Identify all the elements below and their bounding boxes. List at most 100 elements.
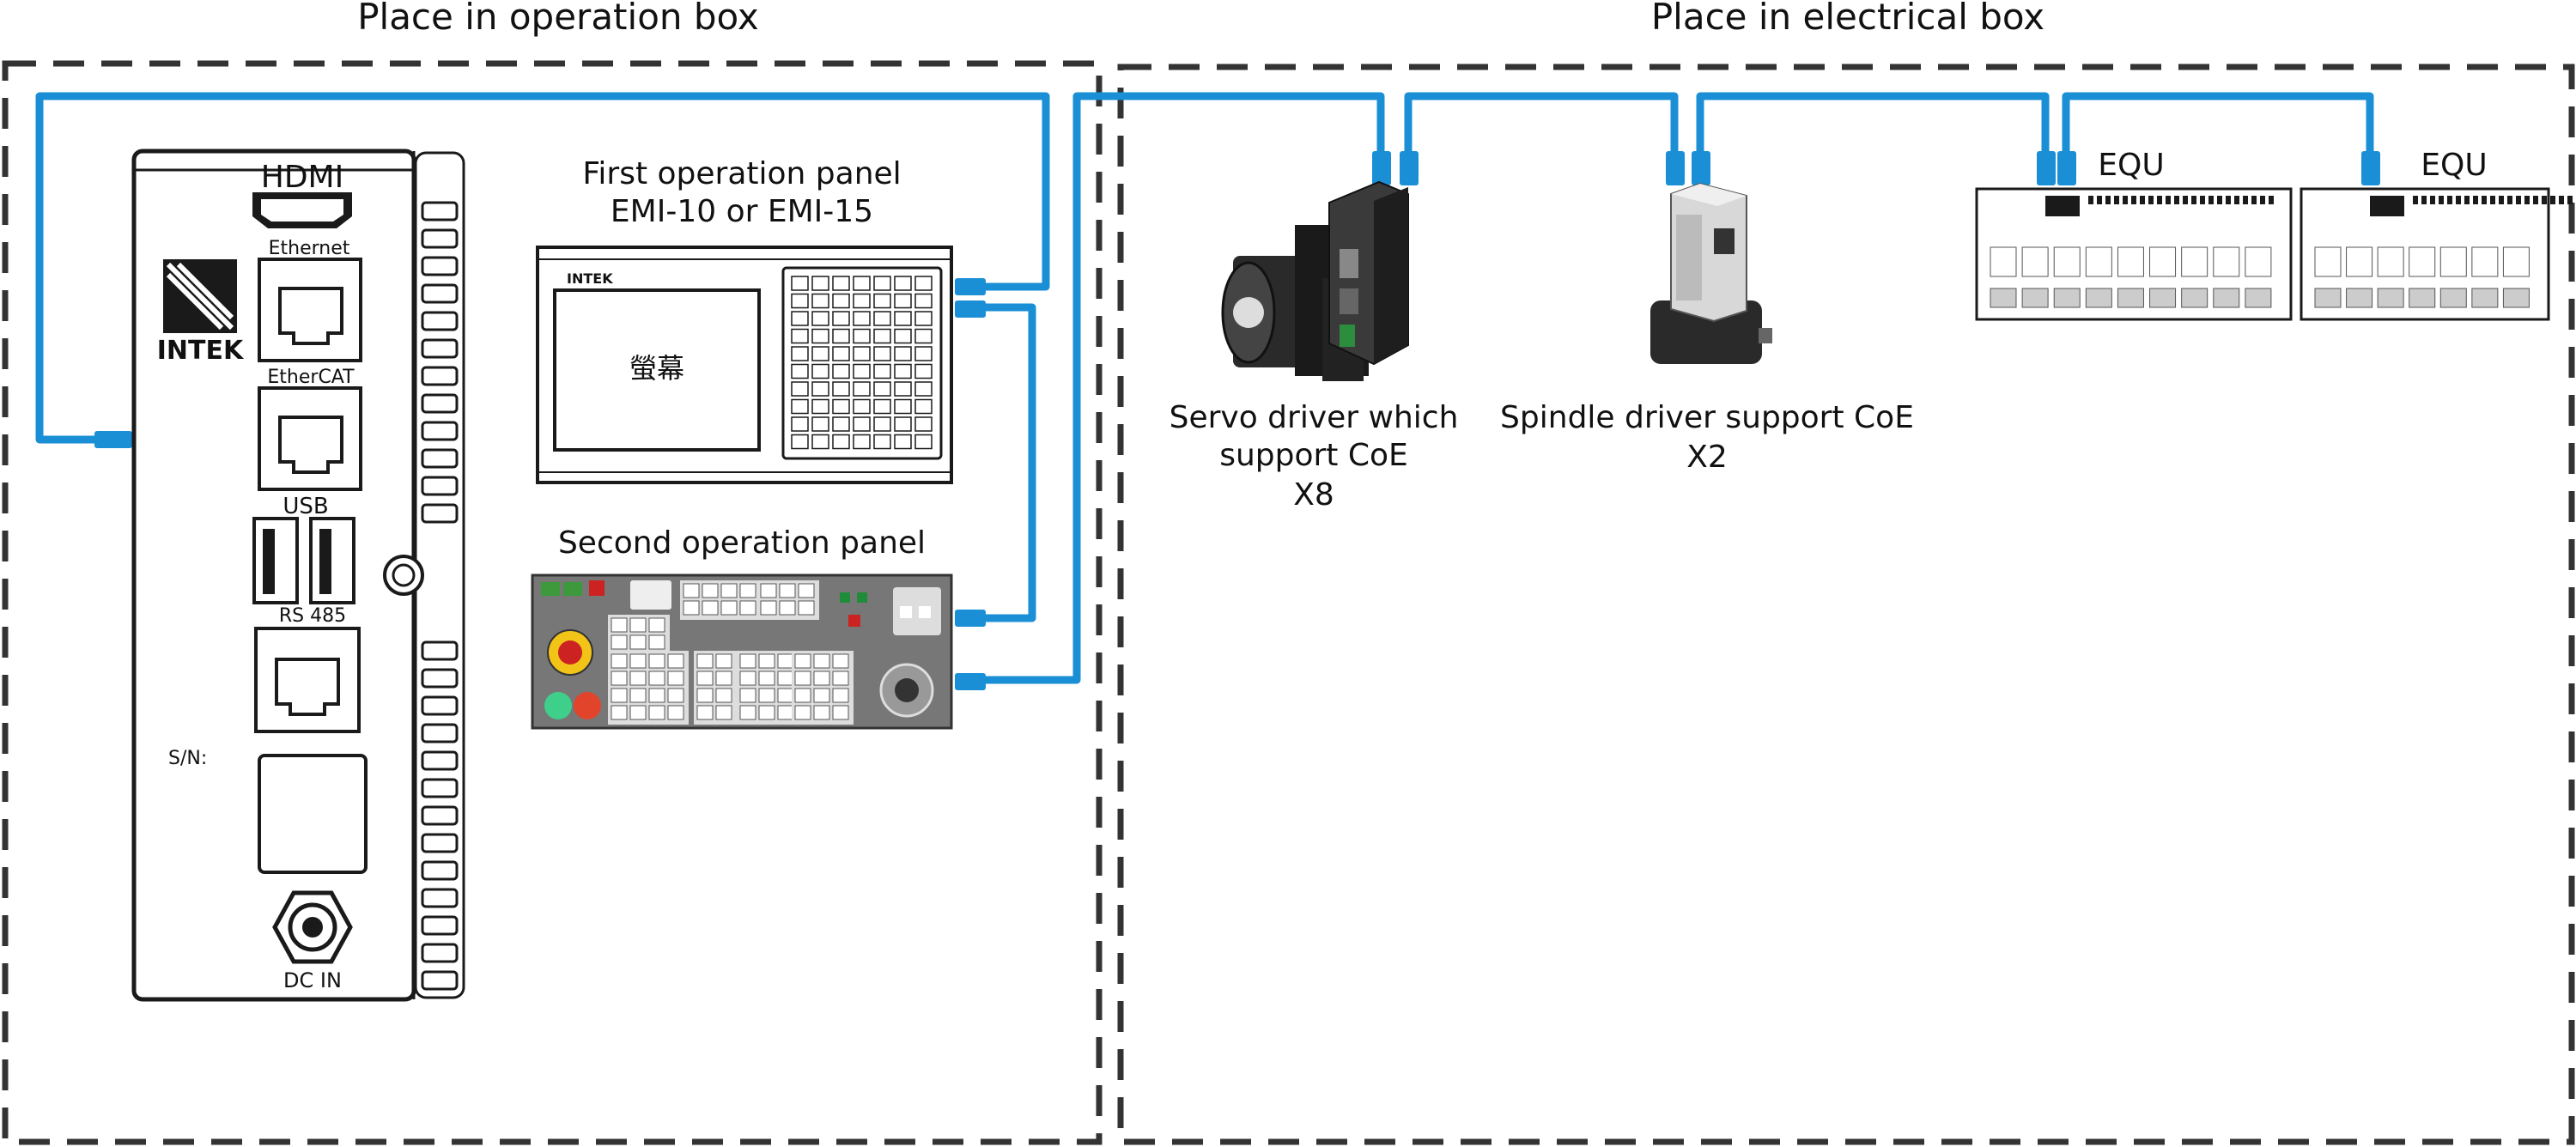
ethercat-port [258, 386, 362, 491]
heatsink-fin [421, 943, 459, 963]
panel1-key [791, 346, 809, 361]
panel2-key [629, 634, 647, 650]
panel1-title-line2: EMI-10 or EMI-15 [611, 194, 873, 229]
panel2-key [611, 705, 628, 720]
panel2-key [739, 671, 756, 686]
equ-relay [2471, 246, 2499, 277]
rs485-label: RS 485 [279, 605, 346, 627]
panel1-key [894, 311, 912, 326]
panel2-key [667, 688, 684, 703]
equ-relay [2181, 246, 2208, 277]
heatsink-fin [421, 338, 459, 359]
usb-label: USB [283, 494, 328, 519]
panel1-brand: INTEK [567, 270, 613, 287]
panel1-key [832, 381, 850, 397]
panel1-key [832, 311, 850, 326]
panel1-key [914, 276, 933, 291]
panel2-key [648, 653, 665, 669]
panel2-key [715, 671, 732, 686]
equ-1-label: EQU [2098, 148, 2164, 183]
equ-pin [2131, 196, 2136, 204]
controller-unit: HDMI INTEK Ethernet EtherCAT USB [131, 149, 465, 1002]
panel1-key [832, 346, 850, 361]
equ-pin [2140, 196, 2145, 204]
equ-terminal [2314, 288, 2342, 308]
spindle-count: X2 [1686, 440, 1728, 475]
equ-relay [2053, 246, 2081, 277]
heatsink-fin [421, 750, 459, 771]
panel2-key [739, 600, 756, 616]
equ-relay [2245, 246, 2272, 277]
panel1-key [894, 363, 912, 379]
cable-equ1-to-equ2 [2062, 92, 2374, 155]
equ-pin [2550, 196, 2555, 204]
equ-pin [2464, 196, 2470, 204]
heatsink-fin [421, 833, 459, 853]
panel2-key [777, 653, 794, 669]
equ-pin [2516, 196, 2521, 204]
panel1-key [873, 276, 891, 291]
equ-pin [2088, 196, 2093, 204]
panel2-key [798, 600, 815, 616]
ethernet-port [258, 258, 362, 362]
panel2-key [648, 688, 665, 703]
panel1-title-line1: First operation panel [582, 156, 901, 191]
equ-pin [2208, 196, 2214, 204]
equ-terminal [2346, 288, 2373, 308]
panel1-key [811, 398, 829, 415]
panel2-key [798, 583, 815, 598]
ethercat-label: EtherCAT [267, 367, 355, 388]
equ-pin [2499, 196, 2504, 204]
panel1-key [853, 328, 871, 344]
panel2-key [813, 705, 830, 720]
equ-terminal [2245, 288, 2272, 308]
panel2-key [683, 600, 700, 616]
equ-terminal [2053, 288, 2081, 308]
equ-terminal [2181, 288, 2208, 308]
panel1-key [853, 434, 871, 450]
equ-pin [2447, 196, 2452, 204]
equ-pin [2217, 196, 2222, 204]
panel2-key [696, 671, 714, 686]
servo-count: X8 [1293, 477, 1334, 513]
panel1-key [914, 381, 933, 397]
panel1-key [832, 416, 850, 432]
electrical-box-boundary [1117, 64, 2575, 1145]
panel2-key [794, 671, 811, 686]
ethernet-label: Ethernet [269, 238, 350, 259]
cycle-start-button [544, 692, 572, 719]
hdmi-label: HDMI [261, 160, 343, 195]
panel2-key [739, 705, 756, 720]
panel2-key [760, 600, 777, 616]
panel2-key [794, 653, 811, 669]
equ-pin [2183, 196, 2188, 204]
panel1-key [811, 434, 829, 450]
panel1-key [791, 416, 809, 432]
equ-relay [1990, 246, 2017, 277]
panel1-key [853, 311, 871, 326]
panel1-key [894, 434, 912, 450]
feed-hold-button [574, 692, 601, 719]
panel2-key [760, 583, 777, 598]
panel1-key [791, 311, 809, 326]
serial-number-label: S/N: [168, 748, 207, 769]
equ-pin [2243, 196, 2248, 204]
panel2-key [629, 653, 647, 669]
heatsink-fin [421, 778, 459, 798]
panel2-key [648, 634, 665, 650]
panel1-key [832, 398, 850, 415]
panel1-key [914, 398, 933, 415]
heatsink-fin [421, 503, 459, 524]
panel1-key [832, 328, 850, 344]
equ-connector [2370, 196, 2404, 216]
heatsink-fin [421, 723, 459, 743]
panel2-title: Second operation panel [558, 525, 926, 561]
ethercat-cables [35, 92, 2374, 684]
equ-pin [2413, 196, 2418, 204]
equ-terminal [2377, 288, 2404, 308]
panel2-key [715, 653, 732, 669]
panel2-key [696, 653, 714, 669]
serial-number-plate [258, 754, 368, 874]
ground-screw [383, 555, 424, 596]
heatsink-fin [421, 695, 459, 716]
